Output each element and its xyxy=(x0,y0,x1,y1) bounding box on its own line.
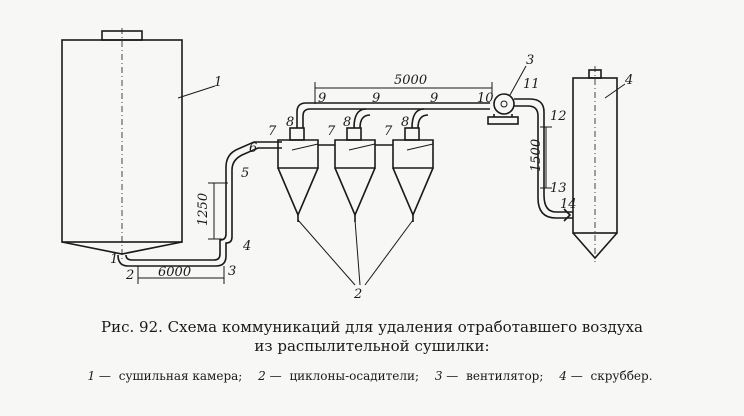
dim-6000: 6000 xyxy=(158,265,191,280)
cyclones xyxy=(277,127,434,222)
label-9b: 9 xyxy=(372,91,380,106)
legend-item: 2 — циклоны-осадители; xyxy=(258,369,420,383)
caption-line-1: Рис. 92. Схема коммуникаций для удаления… xyxy=(101,318,643,336)
label-8b: 8 xyxy=(343,115,351,130)
fan xyxy=(487,93,519,125)
label-10: 10 xyxy=(477,91,494,106)
legend-text: скруббер. xyxy=(590,369,653,383)
duct-to-scrubber xyxy=(514,98,573,222)
drying-chamber xyxy=(61,28,183,262)
label-14: 14 xyxy=(560,197,577,212)
label-4-duct: 4 xyxy=(242,239,251,254)
label-4-scrubber: 4 xyxy=(624,73,633,88)
scrubber xyxy=(572,66,618,262)
legend-text: вентилятор; xyxy=(466,369,544,383)
legend-num: 3 xyxy=(434,369,443,383)
legend-num: 1 xyxy=(87,369,96,383)
cyclone-1 xyxy=(277,127,319,222)
label-11: 11 xyxy=(523,77,540,92)
dim-1500: 1500 xyxy=(529,139,544,172)
label-7b: 7 xyxy=(327,124,336,139)
label-12: 12 xyxy=(550,109,567,124)
duct-lower xyxy=(117,141,282,267)
label-9a: 9 xyxy=(318,91,326,106)
label-9c: 9 xyxy=(430,91,438,106)
label-7c: 7 xyxy=(384,124,393,139)
legend-item: 4 — скруббер. xyxy=(559,369,653,383)
figure-caption: Рис. 92. Схема коммуникаций для удаления… xyxy=(0,318,744,356)
cyclone-3 xyxy=(392,127,434,222)
label-6: 6 xyxy=(249,141,257,156)
label-3-fan: 3 xyxy=(526,53,534,68)
label-13: 13 xyxy=(550,181,567,196)
legend-text: циклоны-осадители; xyxy=(289,369,420,383)
caption-line-2: из распылительной сушилки: xyxy=(254,337,490,355)
label-1-chamber: 1 xyxy=(214,75,222,90)
leader-lines xyxy=(177,65,626,286)
dim-5000: 5000 xyxy=(394,73,427,88)
label-8a: 8 xyxy=(286,115,294,130)
legend-num: 2 xyxy=(258,369,266,383)
legend-num: 4 xyxy=(559,369,567,383)
label-3-duct: 3 xyxy=(228,264,236,279)
dim-1250: 1250 xyxy=(196,193,211,226)
label-5: 5 xyxy=(241,166,249,181)
label-2-cyclones: 2 xyxy=(353,287,362,302)
duct-upper xyxy=(296,102,490,129)
dimension-lines xyxy=(137,82,552,284)
legend-text: сушильная камера; xyxy=(118,369,243,383)
label-8c: 8 xyxy=(401,115,409,130)
label-2-duct: 2 xyxy=(125,268,134,283)
label-1-outlet: 1 xyxy=(110,252,118,267)
cyclone-2 xyxy=(334,127,376,222)
legend-item: 1 — сушильная камера; xyxy=(87,369,243,383)
legend-item: 3 — вентилятор; xyxy=(434,369,544,383)
figure-legend: 1 — сушильная камера; 2 — циклоны-осадит… xyxy=(0,369,744,383)
label-7a: 7 xyxy=(268,124,277,139)
